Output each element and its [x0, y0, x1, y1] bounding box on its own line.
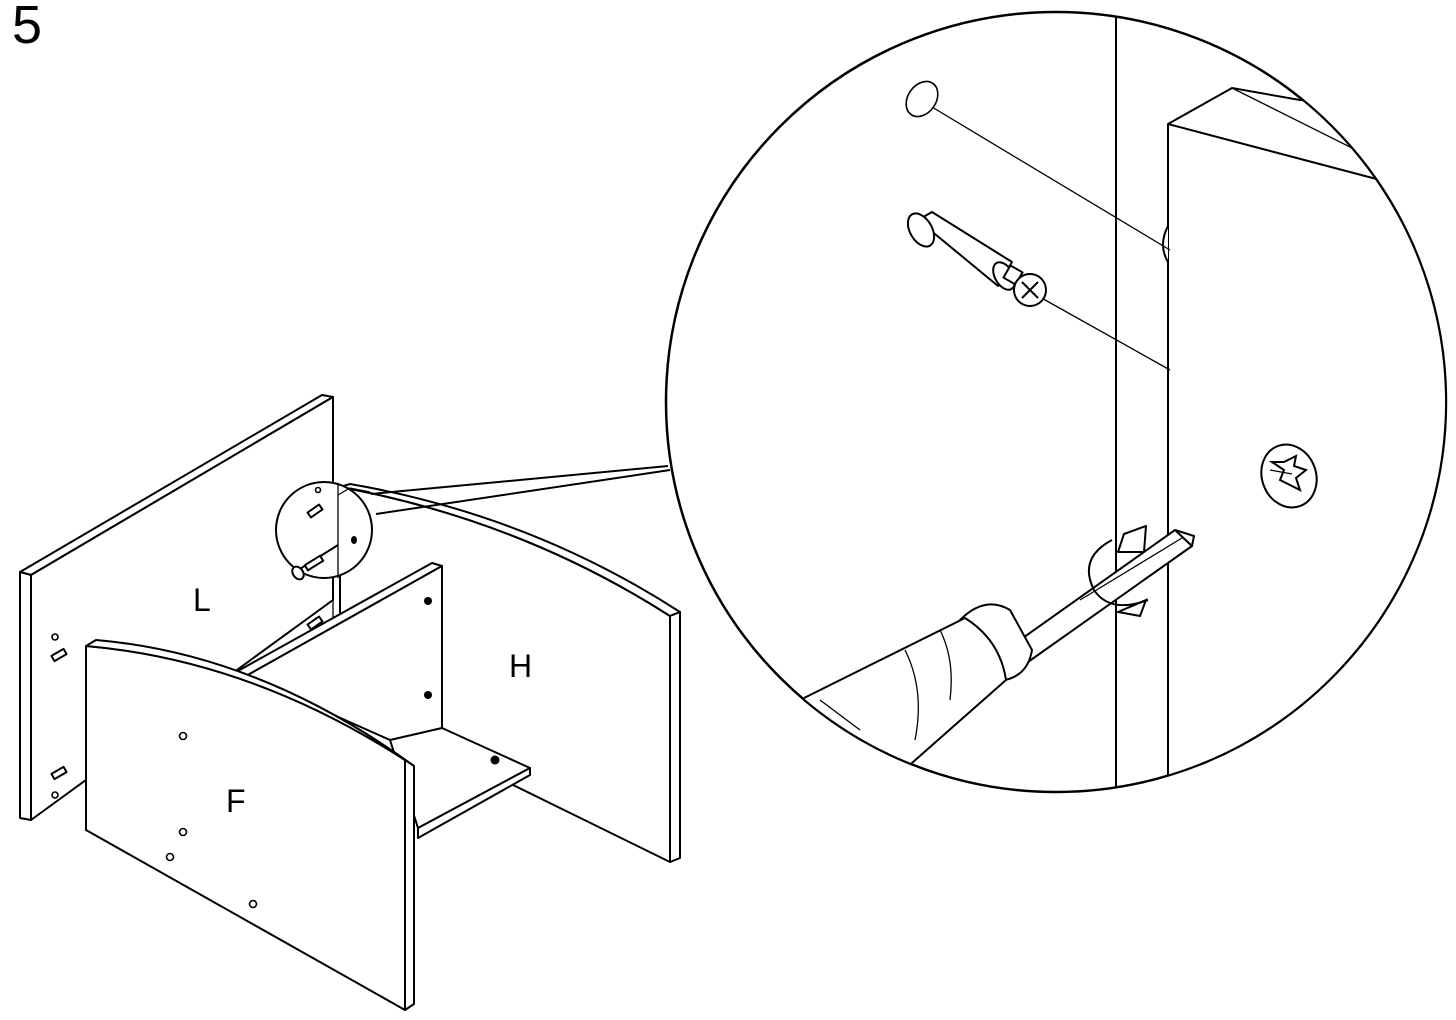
- cam-dowel-icon: [906, 211, 1047, 307]
- bottom-shelf: [389, 727, 531, 839]
- screwdriver-icon: [291, 544, 339, 581]
- rotate-arrow-icon: [1087, 525, 1149, 618]
- detail-circle-small: [275, 481, 373, 581]
- dowel-icon: [50, 633, 68, 799]
- step-number: 5: [12, 0, 43, 55]
- panel-label-front: F: [226, 783, 246, 819]
- panel-label-left: L: [193, 582, 211, 618]
- front-panel: [85, 639, 415, 1011]
- detail-circle-large: [664, 10, 1448, 794]
- cam-lock-icon: [1260, 443, 1318, 509]
- panel-label-back: H: [509, 648, 533, 684]
- screwdriver-icon: [799, 529, 1195, 791]
